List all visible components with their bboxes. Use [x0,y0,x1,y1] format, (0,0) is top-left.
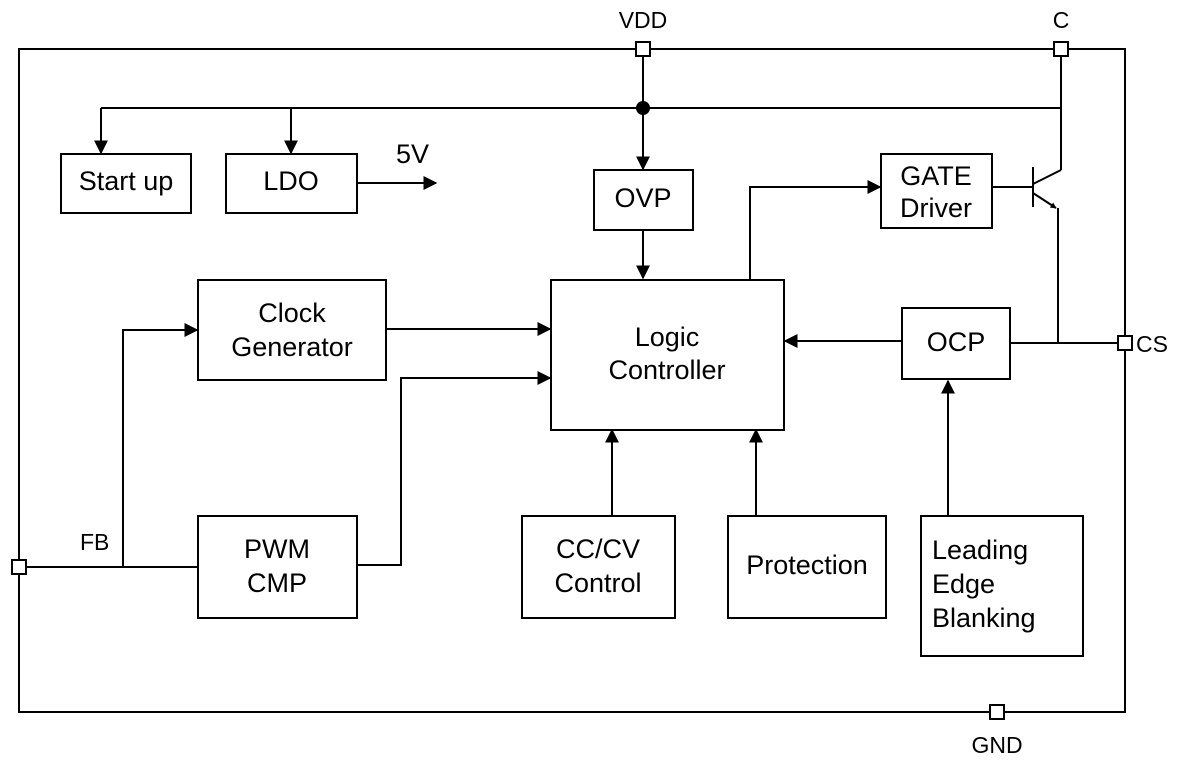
cccv-control-block [521,515,676,619]
gate-driver-block [880,153,993,229]
gnd-pin-label: GND [971,732,1022,758]
vdd-pin-label: VDD [619,7,668,33]
collector-diag [1032,169,1062,185]
clock-generator-label-2: Generator [231,332,353,362]
c-pin [1053,41,1069,57]
c-pin-label: C [1053,7,1070,33]
protection-block [727,515,887,619]
logic-controller-label-1: Logic [635,322,700,352]
gate-driver-label-1: GATE [900,161,972,191]
ovp-block [593,169,694,231]
pwm-cmp-label-1: PWM [244,534,310,564]
fb-pin [11,559,27,575]
cccv-control-label-2: Control [554,568,641,598]
chip-outline [18,48,1126,713]
protection-label: Protection [746,550,868,580]
pwm-cmp-label-2: CMP [247,568,307,598]
clock-generator-block [197,279,387,381]
wire-logic-to-gate [749,180,882,279]
cccv-control-label-1: CC/CV [556,534,640,564]
gate-driver-label-2: Driver [900,193,972,223]
startup-block [60,153,192,214]
output-5v-label: 5V [396,139,429,169]
ovp-label: OVP [614,183,671,213]
leb-label-3: Blanking [932,603,1036,633]
ocp-label: OCP [927,327,986,357]
ldo-block [225,153,358,214]
gnd-pin [989,704,1005,720]
vdd-pin [635,41,651,57]
pwm-cmp-block [197,515,358,619]
wire-fb-to-clock [122,323,199,567]
leb-label-1: Leading [932,535,1028,565]
cs-pin-label: CS [1136,331,1168,357]
ocp-block [901,307,1011,380]
fb-pin-label: FB [80,529,109,555]
leb-label-2: Edge [932,569,995,599]
cs-pin [1117,335,1133,351]
wire-pwm-to-logic [357,371,552,566]
ldo-label: LDO [263,166,319,196]
leb-block [920,515,1084,657]
emitter-diag [1032,192,1057,209]
clock-generator-label-1: Clock [258,298,326,328]
logic-controller-block [550,279,785,431]
startup-label: Start up [79,166,174,196]
logic-controller-label-2: Controller [608,355,725,385]
